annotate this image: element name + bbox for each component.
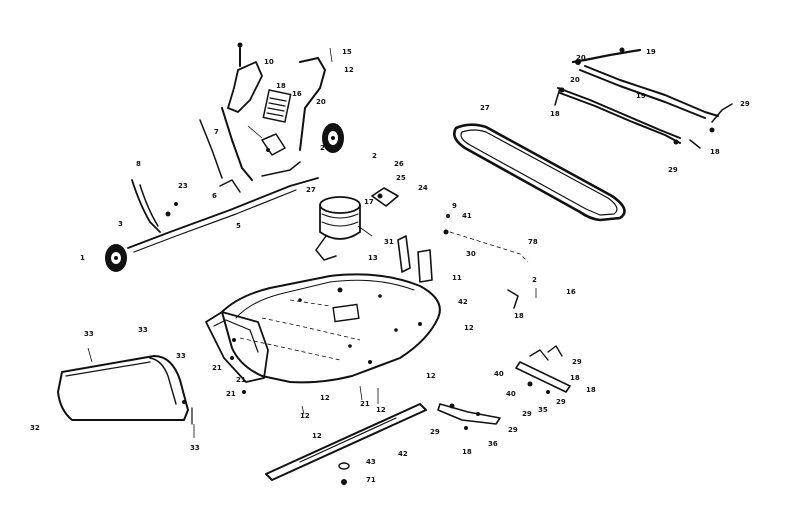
callout: 29 <box>668 166 678 174</box>
handle-bars <box>554 47 733 149</box>
callout: 19 <box>636 92 646 100</box>
callout: 42 <box>458 298 468 306</box>
callout: 20 <box>570 76 580 84</box>
callout: 18 <box>570 374 580 382</box>
callout: 32 <box>30 424 40 432</box>
callout: 16 <box>566 288 576 296</box>
callout: 40 <box>494 370 504 378</box>
callout: 27 <box>306 186 316 194</box>
callout: 1 <box>80 254 85 262</box>
engine-adapter <box>315 196 361 261</box>
callout: 42 <box>398 450 408 458</box>
callout: 7 <box>214 128 219 136</box>
callout: 29 <box>556 398 566 406</box>
callout: 12 <box>376 406 386 414</box>
callout: 18 <box>514 312 524 320</box>
callout: 23 <box>178 182 188 190</box>
callout: 12 <box>312 432 322 440</box>
callout: 10 <box>264 58 274 66</box>
callout: 40 <box>506 390 516 398</box>
callout: 33 <box>176 352 186 360</box>
drive-belt <box>453 123 626 222</box>
callout: 18 <box>462 448 472 456</box>
callout: 18 <box>710 148 720 156</box>
callout: 29 <box>572 358 582 366</box>
callout: 30 <box>466 250 476 258</box>
callout: 8 <box>136 160 141 168</box>
callout: 18 <box>276 82 286 90</box>
bracket-cluster <box>371 187 529 309</box>
callout: 26 <box>394 160 404 168</box>
callout: 11 <box>452 274 462 282</box>
callout: 33 <box>84 330 94 338</box>
callout: 24 <box>418 184 428 192</box>
leader-lines <box>87 47 537 438</box>
callout: 41 <box>462 212 472 220</box>
control-handle-assembly <box>227 42 326 156</box>
callout: 33 <box>138 326 148 334</box>
callout: 21 <box>236 376 246 384</box>
callout: 12 <box>426 372 436 380</box>
callout: 29 <box>522 410 532 418</box>
callout: 25 <box>396 174 406 182</box>
callout: 21 <box>212 364 222 372</box>
callout: 17 <box>364 198 374 206</box>
callout: 19 <box>646 48 656 56</box>
callout: 13 <box>368 254 378 262</box>
callout: 20 <box>576 54 586 62</box>
callout: 21 <box>226 390 236 398</box>
callout: 29 <box>740 100 750 108</box>
height-adjuster-bracket <box>127 107 319 253</box>
callout: 29 <box>430 428 440 436</box>
callout: 20 <box>316 98 326 106</box>
cutting-blade <box>265 403 427 485</box>
callout: 29 <box>508 426 518 434</box>
callout: 18 <box>586 386 596 394</box>
rear-shield <box>205 311 269 394</box>
callout-labels: 15 12 10 18 16 20 7 8 23 6 5 3 1 2 27 2 … <box>30 48 750 484</box>
callout: 15 <box>342 48 352 56</box>
callout: 31 <box>384 238 394 246</box>
callout: 9 <box>452 202 457 210</box>
callout: 78 <box>528 238 538 246</box>
wheel-adjuster-assembly <box>437 345 571 430</box>
callout: 71 <box>366 476 376 484</box>
callout: 2 <box>320 144 325 152</box>
callout: 21 <box>360 400 370 408</box>
callout: 2 <box>372 152 377 160</box>
wheel-front-left <box>105 244 127 272</box>
callout: 27 <box>480 104 490 112</box>
wheel-rear-right <box>322 123 344 153</box>
callout: 3 <box>118 220 123 228</box>
callout: 18 <box>550 110 560 118</box>
callout: 12 <box>320 394 330 402</box>
callout: 35 <box>538 406 548 414</box>
mower-deck <box>221 273 441 384</box>
callout: 36 <box>488 440 498 448</box>
callout: 6 <box>212 192 217 200</box>
grass-bag <box>57 355 193 425</box>
callout: 12 <box>344 66 354 74</box>
callout: 5 <box>236 222 241 230</box>
callout: 43 <box>366 458 376 466</box>
callout: 33 <box>190 444 200 452</box>
callout: 2 <box>532 276 537 284</box>
callout: 12 <box>464 324 474 332</box>
callout: 16 <box>292 90 302 98</box>
callout: 12 <box>300 412 310 420</box>
